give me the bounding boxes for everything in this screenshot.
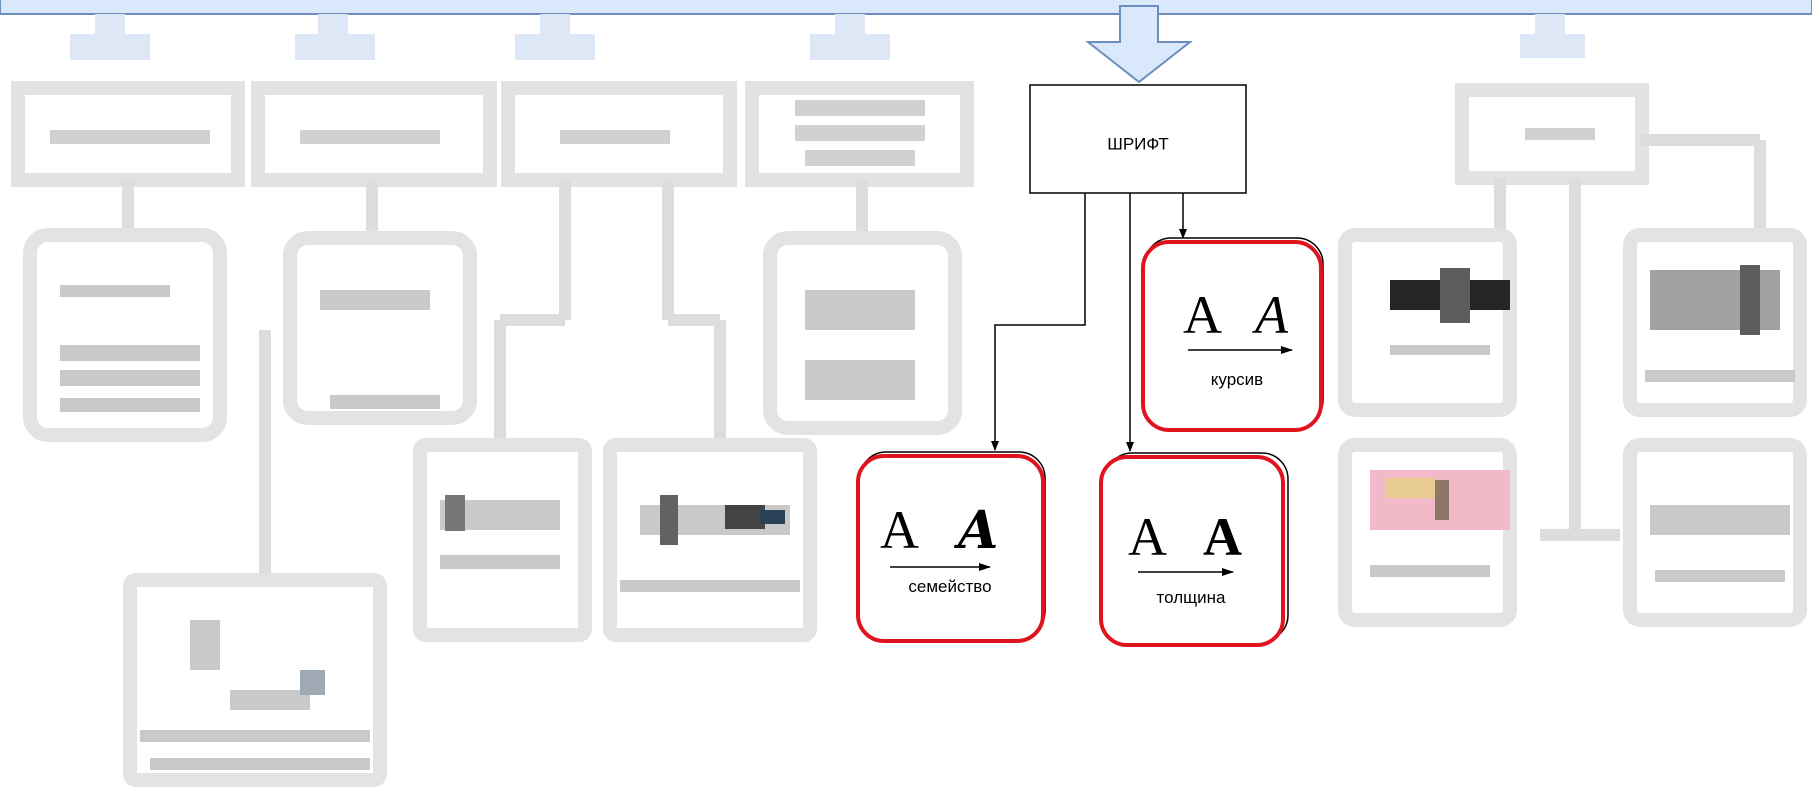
card-italic: A A курсив bbox=[1141, 237, 1324, 432]
blurred-left-region bbox=[11, 14, 1807, 787]
family-letter-regular: A bbox=[880, 500, 919, 560]
italic-letter-regular: A bbox=[1183, 285, 1222, 345]
shrift-node bbox=[1029, 84, 1247, 194]
weight-letter-regular: A bbox=[1128, 507, 1167, 567]
family-label: семейство bbox=[908, 577, 991, 596]
italic-label: курсив bbox=[1211, 370, 1263, 389]
shrift-node-label: ШРИФТ bbox=[1107, 134, 1169, 153]
connector-shrift-to-family bbox=[991, 193, 1086, 451]
weight-label: толщина bbox=[1157, 588, 1226, 607]
family-letter-variant: A bbox=[953, 500, 998, 561]
italic-letter-variant: A bbox=[1252, 285, 1289, 345]
top-category-bar bbox=[0, 0, 1812, 15]
card-weight: A A толщина bbox=[1099, 452, 1289, 647]
weight-letter-variant: A bbox=[1203, 507, 1242, 567]
card-family: A A семейство bbox=[856, 451, 1046, 643]
down-block-arrow-shrift bbox=[1085, 5, 1193, 84]
